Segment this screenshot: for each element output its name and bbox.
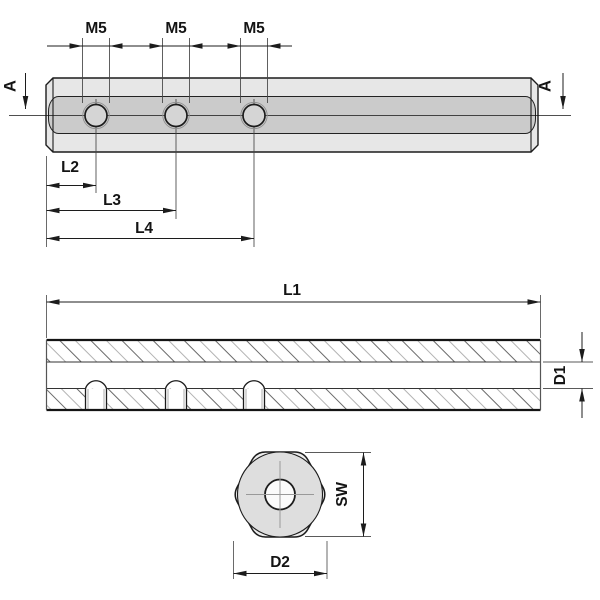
section-marker-label-right: A [537,80,555,92]
section-bottom-wall-hatch [46,388,541,410]
thread-size-label-1: M5 [85,20,107,37]
thread-hole-outer-2 [162,101,190,130]
section-thread-slots [84,380,266,410]
thread-hole-1 [84,103,108,128]
dimension-label-l1: L1 [283,282,301,299]
d1-dimension: D1 [543,332,593,418]
thread-hole-3 [242,103,266,128]
side-view: M5 M5 M5 A A L2 L3 L4 [2,20,571,247]
dimension-label-d2: D2 [270,554,289,571]
section-marker-label-left: A [2,80,20,92]
dimension-label-l3: L3 [103,192,121,209]
end-view-crosshair [246,461,314,528]
section-outline [45,338,542,412]
thread-size-label-2: M5 [165,20,187,37]
end-view: SW D2 [233,451,371,579]
l3-dimension: L3 [46,192,176,214]
thread-hole-outer-1 [82,101,110,130]
l4-dimension: L4 [46,220,254,242]
hex-bar-mid-facet [48,96,536,134]
dimension-label-l4: L4 [135,220,153,237]
m5-dimension: M5 M5 M5 [47,20,292,49]
thread-hole-2 [164,103,188,128]
thread-holes [82,101,268,130]
section-marker-left: A [2,73,29,109]
thread-size-label-3: M5 [243,20,265,37]
thread-hole-outer-3 [240,101,268,130]
section-top-wall-hatch [46,340,541,362]
l2-dimension: L2 [46,159,96,189]
dimension-label-sw: SW [334,482,351,507]
section-view: L1 D1 [45,282,593,418]
section-marker-right: A [537,73,566,109]
sw-dimension: SW [305,452,371,537]
d2-dimension: D2 [233,541,328,579]
l1-dimension: L1 [46,282,541,338]
dimension-label-l2: L2 [61,159,79,176]
dimension-label-d1: D1 [552,365,569,385]
l-dimensions: L2 L3 L4 [46,156,254,247]
